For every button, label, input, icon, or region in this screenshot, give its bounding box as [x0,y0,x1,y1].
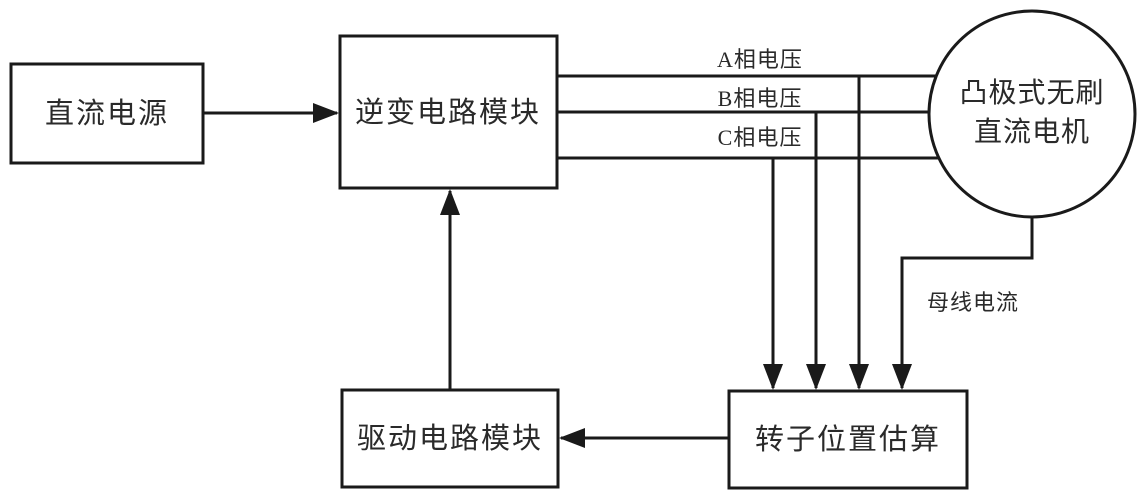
motor-label-line2: 直流电机 [974,116,1090,148]
motor-label-line1: 凸极式无刷 [959,77,1104,109]
dc-source-label: 直流电源 [45,97,169,130]
dc-source-node [9,62,205,165]
bus-current-label: 母线电流 [927,290,1019,315]
driver-node [340,388,560,489]
inverter-node [338,34,559,190]
rotor-estimator-node [727,389,969,490]
phase-b-label: B相电压 [718,86,803,111]
motor-node [927,9,1137,219]
rotor-estimator-label: 转子位置估算 [755,423,941,456]
phase-a-label: A相电压 [717,47,803,72]
driver-label: 驱动电路模块 [357,422,543,455]
inverter-label: 逆变电路模块 [355,96,541,129]
phase-c-label: C相电压 [718,125,803,150]
bus-current-arrow [892,217,1034,390]
